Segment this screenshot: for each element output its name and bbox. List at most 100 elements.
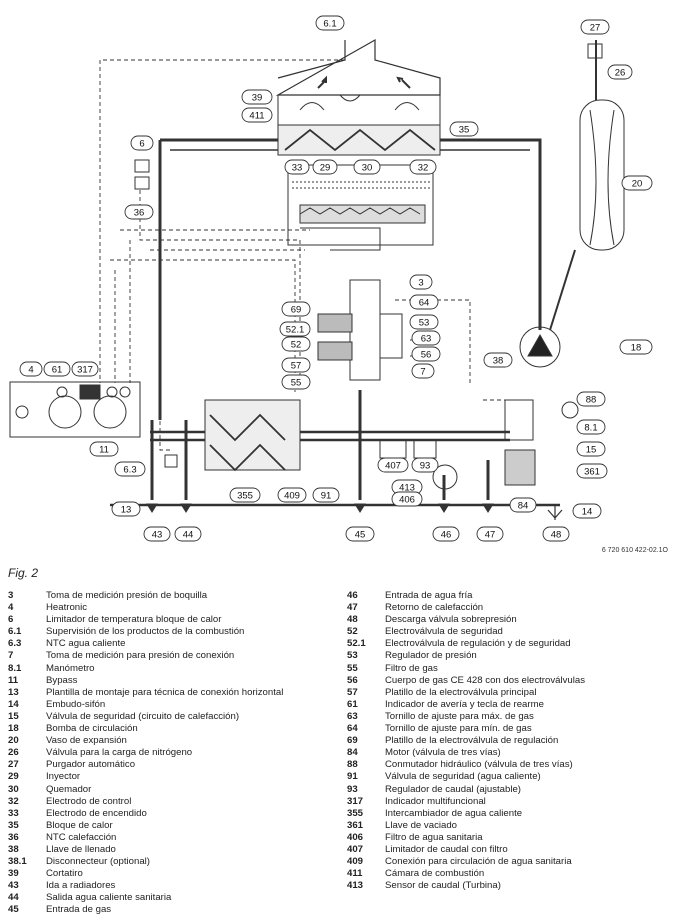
legend-key: 55 bbox=[347, 662, 358, 674]
legend-key: 46 bbox=[347, 590, 358, 601]
legend-key: 47 bbox=[347, 602, 358, 614]
legend-entry: 45 Entrada de gas bbox=[8, 904, 328, 916]
legend-text: Válvula para la carga de nitrógeno bbox=[46, 747, 193, 759]
callout-406: 406 bbox=[399, 495, 415, 506]
legend-key: 32 bbox=[8, 795, 19, 807]
legend-entry: 38 Llave de llenado bbox=[8, 844, 328, 856]
legend-text: Conexión para circulación de agua sanita… bbox=[385, 856, 572, 868]
callout-6-3: 6.3 bbox=[123, 465, 136, 476]
legend-key: 27 bbox=[8, 759, 19, 771]
legend-text: Válvula de seguridad (circuito de calefa… bbox=[46, 710, 240, 722]
legend-key: 38 bbox=[8, 843, 19, 855]
legend-text: Cuerpo de gas CE 428 con dos electroválv… bbox=[385, 674, 585, 686]
legend-text: Embudo-sifón bbox=[46, 698, 106, 710]
legend-entry: 14 Embudo-sifón bbox=[8, 699, 328, 711]
legend-text: Indicador multifuncional bbox=[385, 795, 486, 807]
legend-key: 63 bbox=[347, 710, 358, 722]
legend-text: Limitador de temperatura bloque de calor bbox=[46, 614, 222, 626]
legend-text: Llave de llenado bbox=[46, 843, 116, 855]
figure-caption: Fig. 2 bbox=[8, 566, 39, 580]
legend-text: Retorno de calefacción bbox=[385, 602, 484, 614]
callout-4: 4 bbox=[28, 365, 33, 376]
legend-text: Supervisión de los productos de la combu… bbox=[46, 626, 245, 638]
legend-text: Cortatiro bbox=[46, 868, 83, 880]
callout-45: 45 bbox=[355, 530, 366, 541]
legend-text: Cámara de combustión bbox=[385, 868, 485, 880]
callout-409: 409 bbox=[284, 491, 300, 502]
legend-key: 56 bbox=[347, 674, 358, 686]
legend-text: Electroválvula de regulación y de seguri… bbox=[385, 638, 571, 650]
legend-entry: 48 Descarga válvula sobrepresión bbox=[347, 614, 667, 626]
legend-key: 45 bbox=[8, 904, 19, 916]
callout-39: 39 bbox=[252, 93, 263, 104]
legend-key: 36 bbox=[8, 831, 19, 843]
legend-key: 3 bbox=[8, 590, 14, 601]
legend-text: Llave de vaciado bbox=[385, 819, 458, 831]
legend-key: 30 bbox=[8, 783, 19, 795]
legend-text: Electroválvula de seguridad bbox=[385, 626, 503, 638]
legend-text: Limitador de caudal con filtro bbox=[385, 843, 508, 855]
legend-key: 409 bbox=[347, 856, 364, 868]
legend-key: 88 bbox=[347, 759, 358, 771]
legend-text: Ida a radiadores bbox=[46, 880, 116, 892]
legend-text: Bypass bbox=[46, 674, 78, 686]
callout-355: 355 bbox=[237, 491, 253, 502]
legend-text: Platillo de la electroválvula principal bbox=[385, 686, 537, 698]
legend-key: 407 bbox=[347, 843, 364, 855]
legend-entry: 46 Entrada de agua fría bbox=[347, 590, 667, 602]
callout-57: 57 bbox=[291, 361, 302, 372]
legend-text: Filtro de gas bbox=[385, 662, 438, 674]
legend-key: 361 bbox=[347, 819, 364, 831]
legend-key: 14 bbox=[8, 698, 19, 710]
callout-3: 3 bbox=[418, 278, 423, 289]
legend-text: Entrada de agua fría bbox=[385, 590, 473, 601]
legend-key: 52 bbox=[347, 626, 358, 638]
legend-text: Plantilla de montaje para técnica de con… bbox=[46, 686, 284, 698]
legend-text: Conmutador hidráulico (válvula de tres v… bbox=[385, 759, 573, 771]
legend-text: Regulador de presión bbox=[385, 650, 477, 662]
legend-key: 43 bbox=[8, 880, 19, 892]
legend-entry: 47 Retorno de calefacción bbox=[347, 602, 667, 614]
callout-63: 63 bbox=[421, 334, 432, 345]
legend-key: 13 bbox=[8, 686, 19, 698]
boiler-schematic: 6.1272639411356332930322036364695352.163… bbox=[9, 15, 669, 554]
legend-entry: 55 Filtro de gas bbox=[347, 663, 667, 675]
legend-key: 48 bbox=[347, 614, 358, 626]
legend-text: Entrada de gas bbox=[46, 904, 112, 916]
callout-6-1: 6.1 bbox=[323, 19, 336, 30]
callout-43: 43 bbox=[152, 530, 163, 541]
legend-text: Indicador de avería y tecla de rearme bbox=[385, 698, 544, 710]
legend-text: Inyector bbox=[46, 771, 81, 783]
legend-key: 93 bbox=[347, 783, 358, 795]
legend-key: 7 bbox=[8, 650, 14, 662]
callout-55: 55 bbox=[291, 378, 302, 389]
legend-entry: 56 Cuerpo de gas CE 428 con dos electrová… bbox=[347, 675, 667, 687]
legend-text: Descarga válvula sobrepresión bbox=[385, 614, 517, 626]
legend-key: 69 bbox=[347, 735, 358, 747]
